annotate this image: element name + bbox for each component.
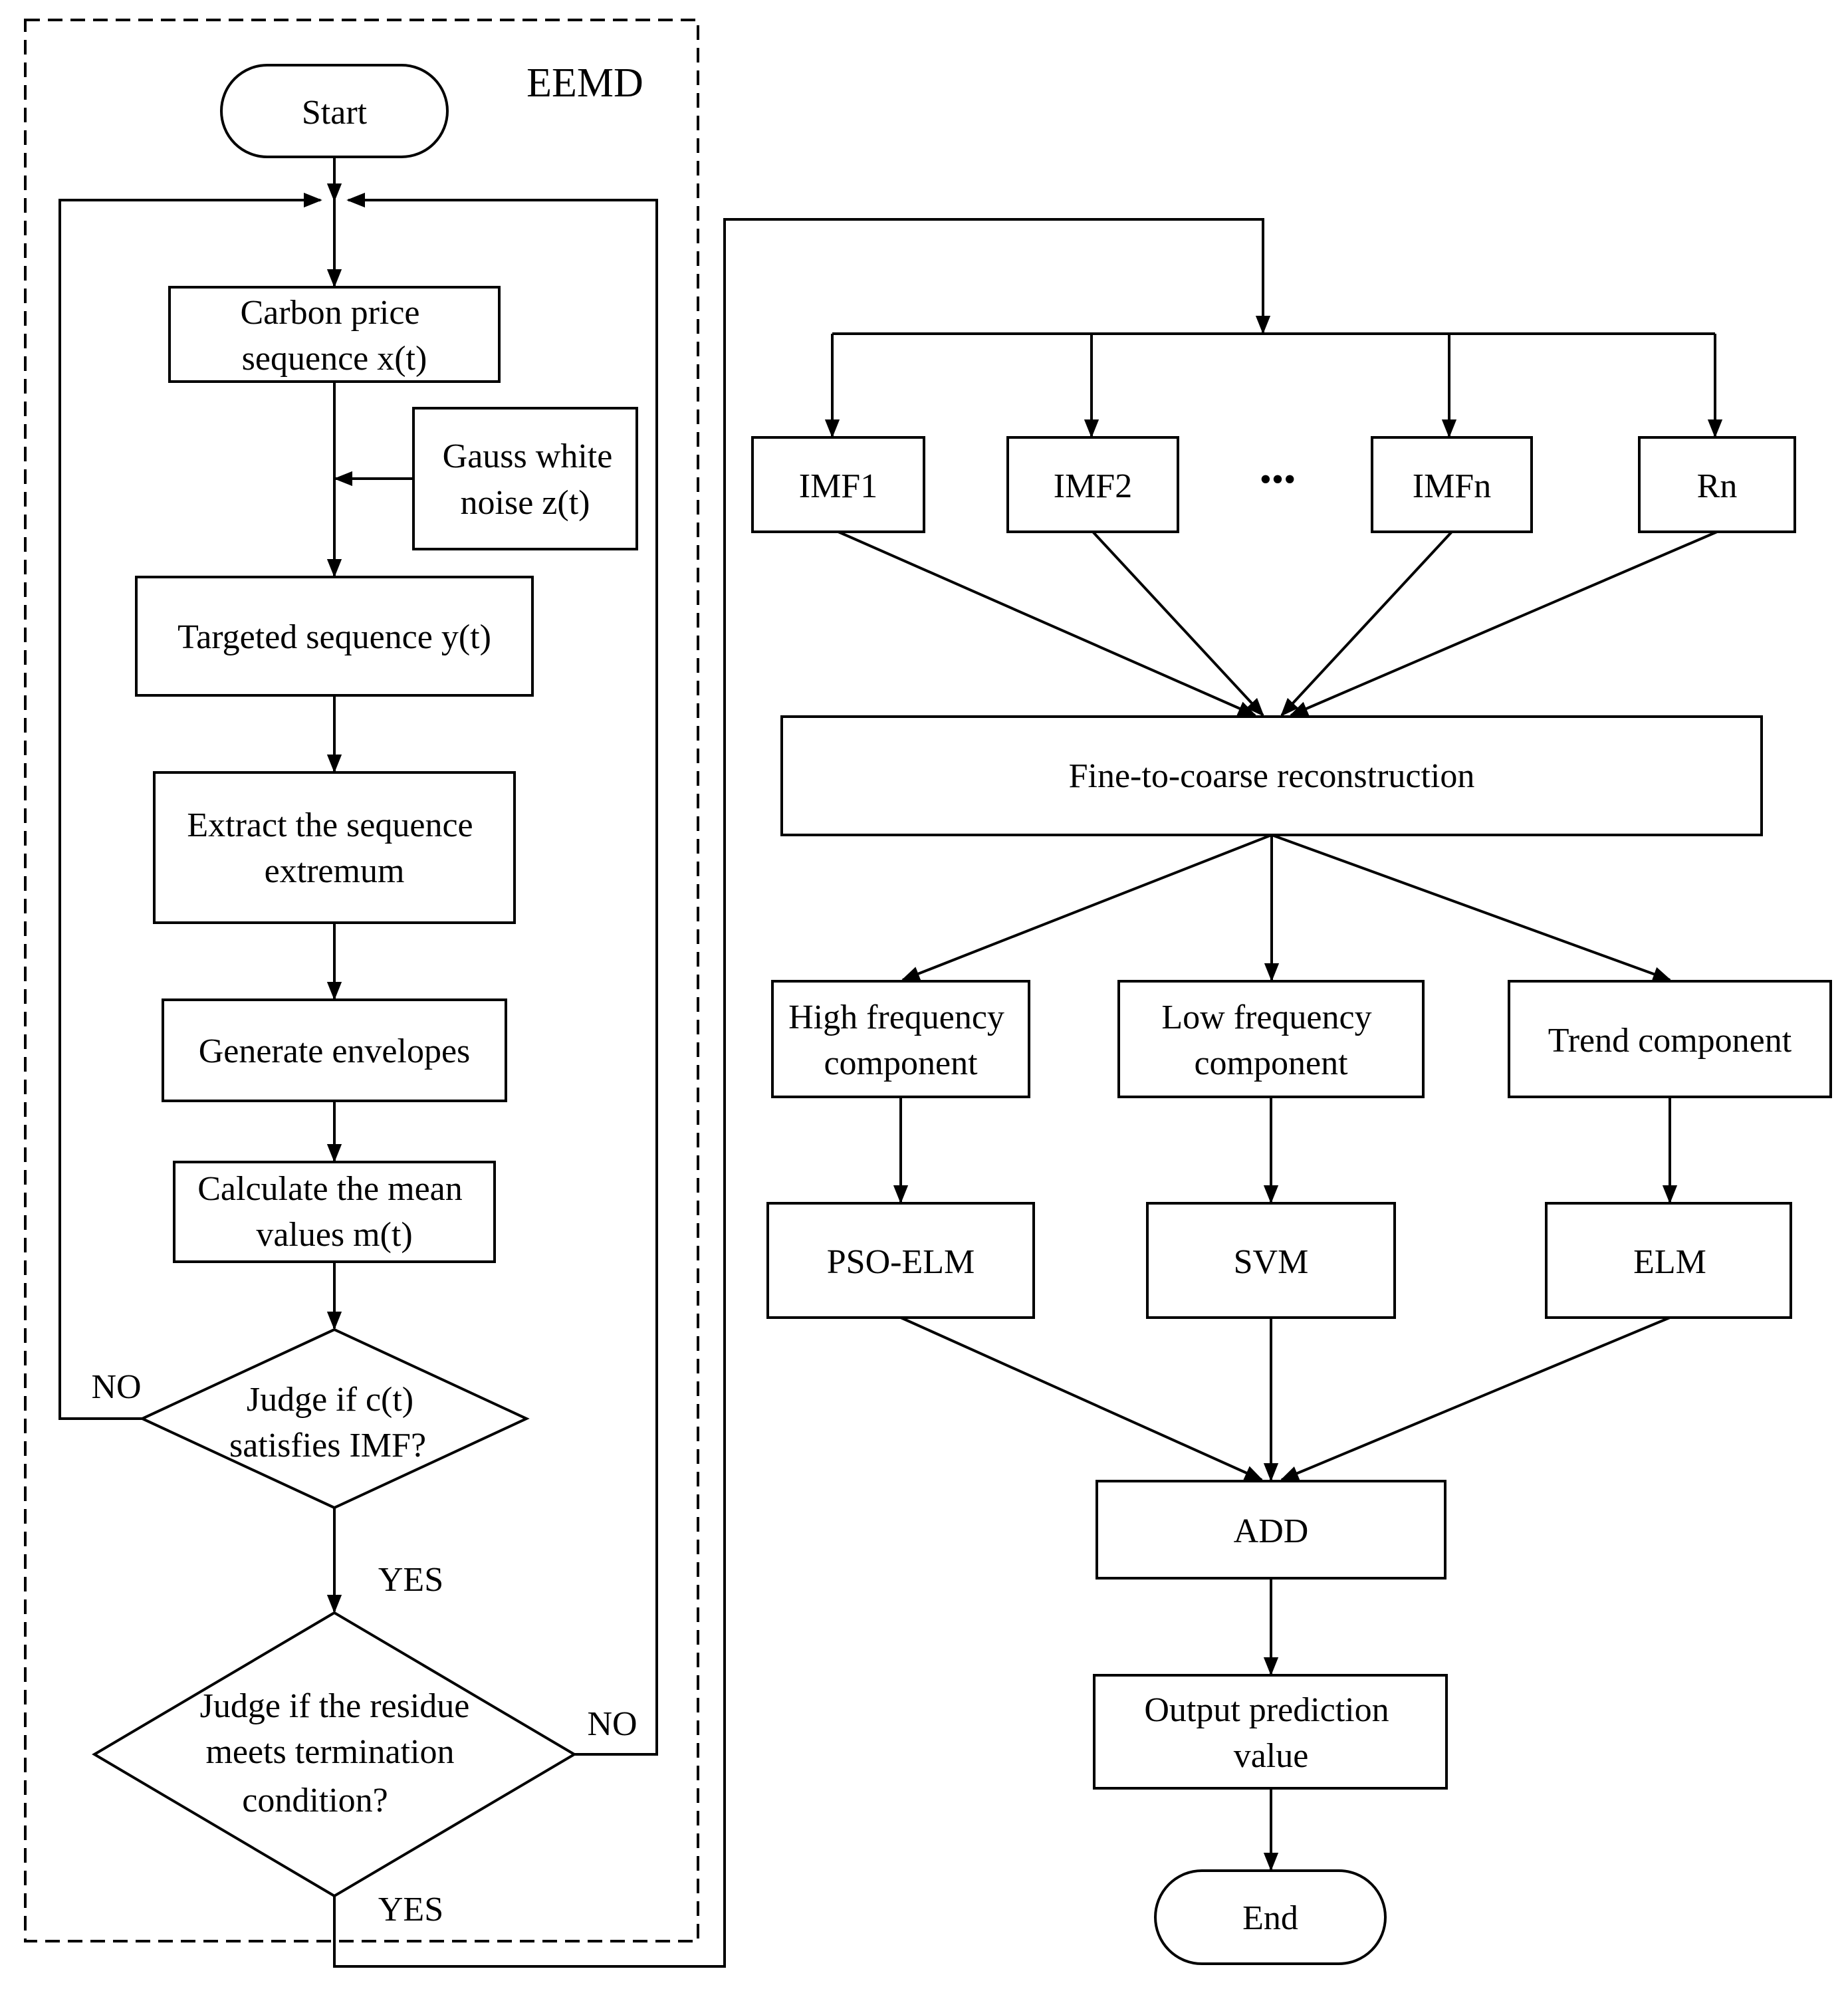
rn-label: Rn	[1697, 467, 1738, 505]
svm-label: SVM	[1234, 1243, 1309, 1281]
add-box	[1096, 1480, 1446, 1580]
edge-imf1-recon	[838, 530, 1257, 717]
high-frequency-label: High frequency component	[788, 998, 1013, 1082]
imf2-box	[1006, 436, 1179, 533]
imf-ellipsis: •••	[1260, 461, 1296, 499]
gauss-noise-box	[412, 407, 638, 550]
end-label: End	[1242, 1899, 1298, 1937]
mean-values-box	[173, 1161, 496, 1263]
output-prediction-label: Output prediction value	[1144, 1691, 1397, 1775]
eemd-group-label: EEMD	[526, 60, 643, 106]
envelopes-label: Generate envelopes	[199, 1032, 471, 1070]
edge-imfn-recon	[1280, 530, 1453, 717]
svm-box	[1146, 1202, 1396, 1319]
reconstruction-label: Fine-to-coarse reconstruction	[1069, 757, 1475, 795]
trend-component-label: Trend component	[1548, 1022, 1792, 1060]
add-label: ADD	[1234, 1512, 1309, 1550]
edge-recon-trend	[1271, 834, 1672, 981]
reconstruction-box	[780, 715, 1763, 836]
judge-imf-diamond	[139, 1328, 530, 1510]
start-label: Start	[302, 94, 368, 132]
rn-box	[1638, 436, 1796, 533]
edge-imf2-recon	[1092, 530, 1264, 717]
elm-label: ELM	[1633, 1243, 1706, 1281]
imf2-label: IMF2	[1054, 467, 1132, 505]
edge-recon-high	[901, 834, 1272, 981]
imfn-box	[1371, 436, 1533, 533]
edge-pso-add	[900, 1316, 1264, 1481]
imf-yes-label: YES	[378, 1561, 443, 1599]
output-prediction-box	[1093, 1674, 1448, 1790]
pso-elm-box	[766, 1202, 1035, 1319]
targeted-sequence-label: Targeted sequence y(t)	[177, 618, 491, 656]
mean-values-label: Calculate the mean values m(t)	[197, 1170, 471, 1254]
judge-imf-label: Judge if c(t) satisfies IMF?	[229, 1381, 426, 1465]
low-frequency-label: Low frequency component	[1161, 998, 1380, 1082]
trend-component-box	[1508, 980, 1832, 1098]
edge-residue-yes	[333, 218, 1271, 1968]
judge-residue-label: Judge if the residue meets termination c…	[200, 1687, 479, 1819]
gauss-noise-label: Gauss white noise z(t)	[443, 437, 622, 522]
extract-extremum-label: Extract the sequence extremum	[187, 806, 481, 890]
edge-imf-no-loop	[58, 192, 322, 1420]
residue-yes-label: YES	[378, 1891, 443, 1929]
high-frequency-box	[771, 980, 1030, 1098]
targeted-sequence-box	[135, 576, 534, 697]
edge-elm-add	[1280, 1316, 1671, 1481]
extract-extremum-box	[153, 771, 516, 924]
residue-no-label: NO	[587, 1705, 637, 1743]
carbon-price-label: Carbon price sequence x(t)	[240, 294, 428, 378]
pso-elm-label: PSO-ELM	[827, 1243, 975, 1281]
edge-residue-no-loop	[346, 192, 658, 1756]
imf1-label: IMF1	[799, 467, 877, 505]
low-frequency-box	[1117, 980, 1425, 1098]
end-terminal	[1154, 1869, 1387, 1965]
eemd-group-border	[24, 19, 699, 1942]
imf-no-label: NO	[91, 1368, 141, 1406]
imfn-label: IMFn	[1413, 467, 1491, 505]
edge-rn-recon	[1289, 530, 1718, 717]
